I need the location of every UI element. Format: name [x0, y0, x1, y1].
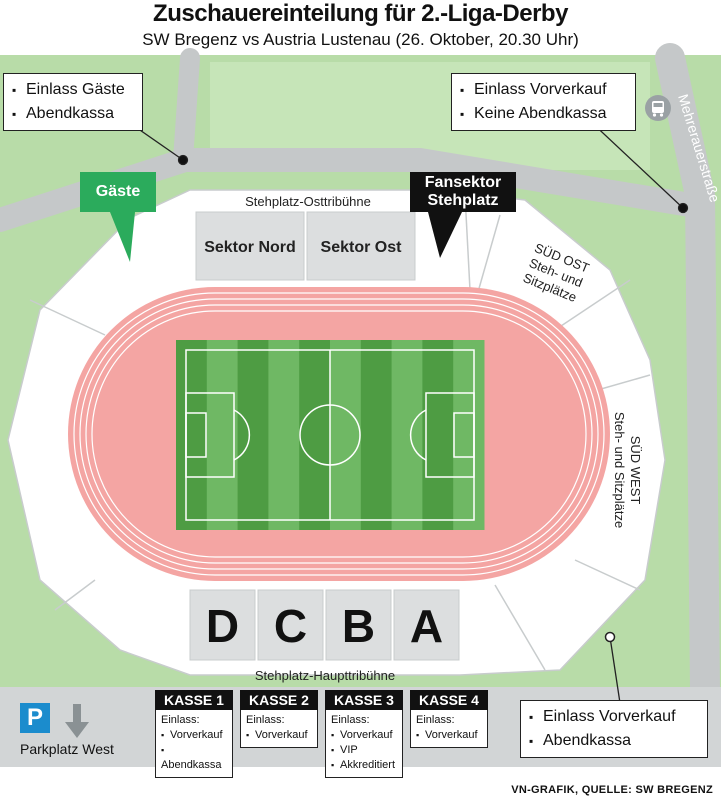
callout-item: Keine Abendkassa [460, 102, 627, 126]
main-stand-label: Stehplatz-Haupttribühne [255, 668, 395, 683]
kasse-title: KASSE 3 [325, 690, 403, 710]
svg-text:SÜD WEST: SÜD WEST [628, 436, 643, 505]
parking-icon: P [20, 703, 50, 733]
pitch-stripe [206, 340, 239, 530]
kasse-entry-label: Einlass: [246, 714, 285, 726]
pitch-stripe [237, 340, 269, 530]
kasse-entry-label: Einlass: [416, 714, 455, 726]
gaeste-tag: Gäste [80, 172, 156, 212]
main-stand-section-label: B [342, 600, 375, 652]
svg-text:Steh- und Sitzplätze: Steh- und Sitzplätze [612, 412, 627, 528]
source-credit: VN-GRAFIK, QUELLE: SW BREGENZ [511, 784, 713, 796]
pitch-stripe [453, 340, 485, 530]
gaeste-tag-pointer [110, 212, 135, 262]
entry-dot-presale-se [604, 631, 616, 643]
callout-item: Einlass Gäste [12, 78, 134, 102]
kasse-details: Einlass: Vorverkauf Abendkassa [155, 710, 233, 778]
kasse-title: KASSE 1 [155, 690, 233, 710]
parking-label: Parkplatz West [20, 741, 114, 757]
kasse-entry-label: Einlass: [161, 714, 200, 726]
entry-dot-guests [177, 154, 189, 166]
kasse-item: Vorverkauf [331, 728, 397, 743]
main-stand-section-label: C [274, 600, 307, 652]
kasse-4: KASSE 4 Einlass: Vorverkauf [410, 690, 488, 748]
kasse-item: VIP [331, 743, 397, 758]
main-stand-section-label: D [206, 600, 239, 652]
callout-item: Abendkassa [529, 729, 699, 753]
main-stand-section-box [393, 589, 460, 661]
fansektor-tag-line: Fansektor [424, 174, 502, 191]
kasse-item: Abendkassa [161, 743, 227, 773]
callout-guests-entry: Einlass Gäste Abendkassa [3, 73, 143, 131]
sektor-ost-box [306, 211, 416, 281]
pitch-stripe [422, 340, 454, 530]
kasse-title: KASSE 4 [410, 690, 488, 710]
pitch [176, 340, 485, 530]
kasse-details: Einlass: Vorverkauf VIP Akkreditiert [325, 710, 403, 778]
east-stand-label: Stehplatz-Osttribühne [245, 194, 371, 209]
callout-item: Abendkassa [12, 102, 134, 126]
pitch-stripe [391, 340, 423, 530]
callout-item: Einlass Vorverkauf [529, 705, 699, 729]
graphic-subtitle: SW Bregenz vs Austria Lustenau (26. Okto… [142, 30, 579, 49]
sued-west-label: SÜD WEST Steh- und Sitzplätze [612, 412, 643, 528]
kasse-item: Vorverkauf [161, 728, 227, 743]
entry-dot-presale-ne [677, 202, 689, 214]
fansektor-tag-pointer [428, 212, 462, 258]
main-stand-section-box [257, 589, 324, 661]
arrow-down-icon [65, 704, 89, 738]
kasse-item: Vorverkauf [246, 728, 312, 743]
kasse-2: KASSE 2 Einlass: Vorverkauf [240, 690, 318, 748]
kasse-1: KASSE 1 Einlass: Vorverkauf Abendkassa [155, 690, 233, 778]
pitch-stripe [268, 340, 300, 530]
pitch-stripe [330, 340, 362, 530]
graphic-title: Zuschauereinteilung für 2.-Liga-Derby [153, 0, 568, 27]
kasse-details: Einlass: Vorverkauf [410, 710, 488, 748]
fansektor-tag: Fansektor Stehplatz [410, 172, 516, 212]
main-stand-section-label: A [410, 600, 443, 652]
kasse-details: Einlass: Vorverkauf [240, 710, 318, 748]
kasse-title: KASSE 2 [240, 690, 318, 710]
pitch-stripe [176, 340, 208, 530]
road-main-street [655, 43, 720, 705]
pitch-stripe [360, 340, 393, 530]
track-lanes [73, 292, 605, 576]
main-stand-section-box [325, 589, 392, 661]
road-access-west [173, 48, 200, 170]
fansektor-tag-line: Stehplatz [427, 192, 499, 209]
kasse-3: KASSE 3 Einlass: Vorverkauf VIP Akkredit… [325, 690, 403, 778]
bus-stop-icon [645, 95, 671, 121]
callout-item: Einlass Vorverkauf [460, 78, 627, 102]
kasse-item: Akkreditiert [331, 758, 397, 773]
main-stand-section-box [189, 589, 256, 661]
gaeste-tag-label: Gäste [95, 183, 141, 200]
callout-presale-ne: Einlass Vorverkauf Keine Abendkassa [451, 73, 636, 131]
pitch-markings [185, 349, 475, 521]
kasse-item: Vorverkauf [416, 728, 482, 743]
pitch-stripe [299, 340, 331, 530]
sektor-ost-label: Sektor Ost [321, 239, 403, 256]
sektor-nord-box [195, 211, 305, 281]
sektor-nord-label: Sektor Nord [204, 239, 296, 256]
kasse-entry-label: Einlass: [331, 714, 370, 726]
callout-presale-se: Einlass Vorverkauf Abendkassa [520, 700, 708, 758]
